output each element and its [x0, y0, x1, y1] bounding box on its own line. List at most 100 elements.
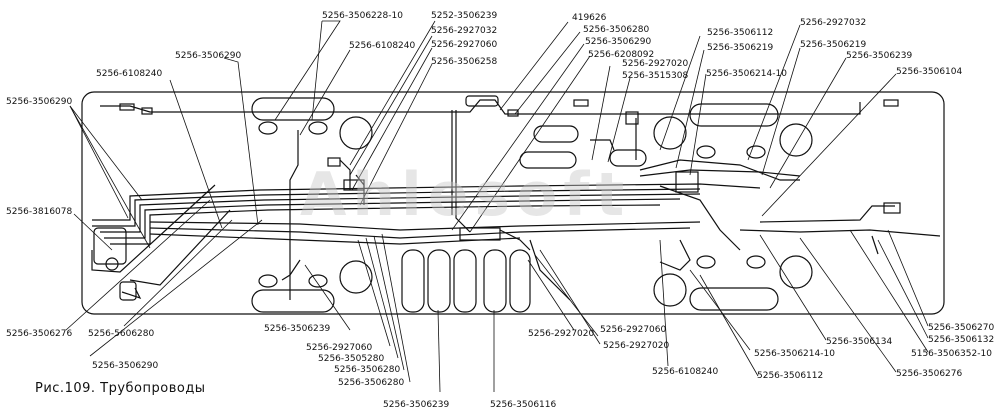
- air-receiver: [509, 249, 531, 313]
- pipe: [91, 184, 216, 273]
- callout-label: 5256-6208092: [588, 50, 654, 60]
- frame-outline: [81, 91, 945, 315]
- leader-line: [591, 65, 611, 161]
- callout-label: 5256-3506214-10: [706, 69, 787, 79]
- pipe: [529, 239, 571, 301]
- callout-label: 5256-3506239: [846, 51, 913, 61]
- fitting: [883, 99, 899, 107]
- leader-line: [799, 237, 897, 373]
- pipe: [100, 193, 701, 233]
- callout-label: 5256-3506290: [585, 37, 652, 47]
- pipe: [871, 235, 879, 255]
- leader-line: [877, 239, 929, 339]
- callout-label: 5256-3515308: [622, 71, 689, 81]
- callout-label: 5256-2927020: [528, 329, 595, 339]
- callout-label: 5256-3506134: [826, 337, 893, 347]
- brake-chamber: [696, 255, 716, 269]
- callout-label: 5256-3506239: [264, 324, 331, 334]
- leader-line: [123, 219, 233, 327]
- callout-label: 5256-3506132: [928, 335, 994, 345]
- leader-line: [659, 239, 669, 367]
- callout-label: 5256-3506116: [490, 400, 557, 410]
- leader-line: [887, 229, 929, 327]
- callout-label: 5256-2927032: [800, 18, 866, 28]
- valve-block: [465, 95, 499, 107]
- fitting: [343, 179, 365, 191]
- leader-line: [69, 105, 129, 219]
- leader-line: [69, 105, 151, 249]
- leader-line: [499, 21, 569, 111]
- callout-label: 5256-5606280: [88, 329, 155, 339]
- leader-line: [849, 229, 929, 353]
- leader-line: [469, 55, 591, 233]
- pipe: [739, 229, 941, 237]
- air-receiver: [427, 249, 451, 313]
- pipe: [590, 139, 615, 151]
- fitting: [119, 103, 135, 111]
- air-bellow: [251, 289, 335, 313]
- callout-label: 5256-3506276: [6, 329, 73, 339]
- leader-line: [761, 73, 897, 217]
- leader-line: [437, 309, 441, 393]
- callout-label: 5256-3506214-10: [754, 349, 835, 359]
- callout-label: 5256-3506104: [896, 67, 963, 77]
- leader-lines: [65, 20, 929, 393]
- leader-line: [274, 20, 341, 121]
- leader-line: [349, 20, 436, 166]
- leader-line: [365, 237, 399, 359]
- callout-label: 5256-2927060: [431, 40, 498, 50]
- pipe: [639, 169, 801, 177]
- brake-chamber: [746, 255, 766, 269]
- leader-line: [381, 233, 411, 383]
- pipe: [104, 198, 681, 239]
- brake-chamber: [258, 274, 278, 288]
- pipe: [499, 229, 531, 251]
- wheel: [779, 255, 813, 289]
- leader-line: [304, 264, 351, 331]
- brake-chamber: [746, 145, 766, 159]
- air-bellow: [689, 287, 779, 311]
- pipe: [281, 259, 301, 281]
- callout-label: 5256-2927032: [431, 26, 497, 36]
- leader-line: [534, 254, 599, 337]
- air-receiver: [519, 151, 577, 169]
- leader-line: [451, 43, 585, 231]
- air-receiver: [533, 125, 579, 143]
- leader-line: [539, 249, 601, 345]
- callout-label: 5256-3506290: [6, 97, 73, 107]
- pipe: [92, 188, 701, 227]
- compressor: [93, 227, 127, 265]
- leader-line: [747, 24, 801, 161]
- air-receiver: [483, 249, 507, 313]
- leader-line: [769, 57, 847, 189]
- leader-line: [349, 35, 433, 176]
- leader-line: [689, 73, 707, 176]
- leader-line: [514, 31, 581, 115]
- pipe: [129, 209, 231, 286]
- pipe: [100, 99, 861, 115]
- pipe: [659, 185, 741, 251]
- pipe: [149, 227, 691, 239]
- callout-label: 5256-3506276: [896, 369, 963, 379]
- pipe: [149, 233, 521, 245]
- brake-chamber: [258, 121, 278, 135]
- callout-label: 5256-3506270: [928, 323, 995, 333]
- air-bellow: [251, 97, 335, 121]
- leader-line: [659, 35, 701, 151]
- wheel: [779, 123, 813, 157]
- air-receiver: [401, 249, 425, 313]
- leader-line: [607, 77, 631, 163]
- callout-label: 5256-2927020: [622, 59, 689, 69]
- leader-line: [761, 47, 801, 176]
- pipe: [110, 204, 661, 245]
- callout-label: 5256-3506112: [757, 371, 823, 381]
- pipe: [639, 159, 800, 181]
- callout-label: 5252-3506239: [431, 11, 498, 21]
- callout-label: 5256-3506280: [334, 365, 401, 375]
- leader-line: [73, 213, 113, 251]
- leader-line: [373, 235, 405, 371]
- leader-line: [89, 219, 263, 357]
- air-bellow: [689, 103, 779, 127]
- leader-line: [357, 239, 391, 347]
